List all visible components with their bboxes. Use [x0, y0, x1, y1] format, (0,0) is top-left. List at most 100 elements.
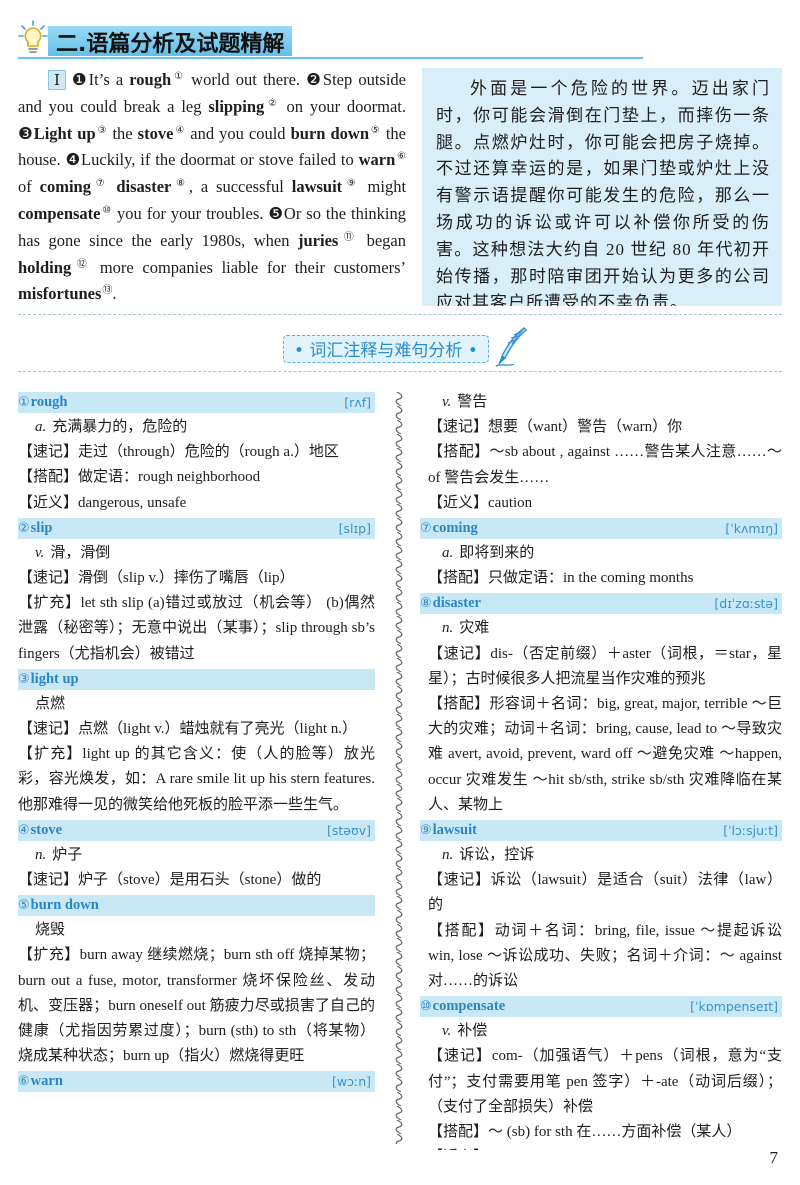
entry-word: light up: [30, 670, 79, 687]
entry-header: ①rough[rʌf]: [18, 392, 375, 413]
entry-text: dangerous, unsafe: [78, 494, 187, 511]
note-tag: 【速记】: [18, 872, 79, 889]
dashed-divider: [18, 314, 782, 315]
note-tag: 【近义】: [18, 494, 79, 511]
entry-text: 只做定语：in the coming months: [488, 570, 694, 587]
entry-word: disaster: [432, 595, 481, 612]
entry-text: ～sb about , against ……警告某人注意……～of 警告会发生……: [428, 444, 782, 486]
passage-text: of: [18, 177, 40, 197]
entry-phonetic: [wɔːn]: [332, 1074, 371, 1090]
entry-text: 灾难: [459, 620, 490, 637]
entry-headword: ⑤burn down: [18, 897, 99, 914]
vocab-entry: ⑨lawsuit[ˈlɔːsjuːt] n. 诉讼，控诉【速记】诉讼（lawsuit…: [420, 820, 782, 994]
part-of-speech: v.: [442, 1023, 452, 1040]
passage-keyword: compensate: [18, 203, 101, 223]
entry-note: 【速记】走过（through）危险的（rough a.）地区: [18, 440, 375, 465]
entry-note: 【搭配】～sb about , against ……警告某人注意……～of 警告…: [420, 440, 782, 490]
vocab-column-left: ①rough[rʌf]a.充满暴力的，危险的【速记】走过（through）危险的…: [18, 390, 375, 1150]
entry-phonetic: [ˈkɒmpenseɪt]: [690, 999, 778, 1015]
footnote-marker: ②: [265, 97, 280, 109]
entry-header: ⑥warn [wɔːn]: [18, 1071, 375, 1093]
column-divider: [393, 392, 405, 1149]
note-tag: 【速记】: [428, 1048, 492, 1065]
vocab-entry: ⑤burn down 烧毁【扩充】burn away 继续燃烧；burn sth …: [18, 895, 375, 1069]
vocab-entry: ④stove[stəʊv]n.炉子【速记】炉子（stove）是用石头（stone…: [18, 819, 375, 893]
entry-phonetic: [slɪp]: [338, 520, 371, 536]
entry-text: 警告: [457, 394, 488, 410]
entry-text: make up: [488, 1149, 539, 1150]
note-tag: 【速记】: [428, 645, 491, 662]
entry-text: 充满暴力的，危险的: [52, 419, 188, 435]
entry-phonetic: [dɪˈzɑːstə]: [714, 596, 778, 612]
entry-note: 【速记】com-（加强语气）＋pens（词根，意为“支付”；支付需要用笔 pen…: [420, 1044, 782, 1120]
entry-definition: n.炉子: [18, 843, 375, 868]
entry-definition: 烧毁: [18, 918, 375, 943]
passage-keyword: slipping: [208, 96, 265, 116]
entry-word: stove: [30, 821, 63, 838]
entry-headword: ⑥warn: [18, 1073, 63, 1090]
entry-phonetic: [stəʊv]: [327, 822, 371, 838]
note-tag: 【速记】: [18, 570, 79, 587]
entry-text: 形容词＋名词：big, great, major, terrible ～巨大的灾…: [428, 696, 782, 813]
entry-header: ⑩compensate [ˈkɒmpenseɪt]: [420, 996, 782, 1018]
passage-keyword: stove: [137, 123, 174, 143]
entry-text: 做定语：rough neighborhood: [78, 469, 261, 486]
footnote-marker: ⑨: [343, 178, 360, 190]
entry-note: 【搭配】动词＋名词：bring, file, issue ～提起诉讼 win, …: [420, 919, 782, 995]
passage-text: more companies liable for their customer…: [91, 257, 406, 277]
entry-header: ⑨lawsuit[ˈlɔːsjuːt]: [420, 820, 782, 842]
entry-definition: n. 诉讼，控诉: [420, 843, 782, 868]
passage-text: , a successful: [188, 177, 292, 197]
dashed-divider: [18, 371, 782, 372]
section-title-banner: 二.语篇分析及试题精解: [48, 26, 293, 57]
note-tag: 【搭配】: [428, 1124, 489, 1141]
part-of-speech: n.: [35, 846, 47, 863]
footnote-marker: ⑧: [172, 178, 189, 190]
footnote-marker: ⑥: [396, 151, 406, 163]
passage-keyword: Light up: [33, 123, 96, 143]
entry-text: ～ (sb) for sth 在……方面补偿（某人）: [488, 1124, 742, 1141]
passage-text: .: [112, 284, 117, 304]
entry-phonetic: [ˈkʌmɪŋ]: [725, 521, 778, 537]
entry-word: warn: [30, 1073, 63, 1090]
vocab-entry: ⑦coming[ˈkʌmɪŋ]a.即将到来的【搭配】只做定语：in the co…: [420, 518, 782, 591]
entry-text: 烧毁: [35, 922, 66, 939]
page-number: 7: [769, 1148, 779, 1167]
passage-keyword: holding: [18, 257, 72, 277]
footnote-marker: ⑤: [370, 124, 381, 136]
note-tag: 【速记】: [428, 872, 491, 889]
entry-note: 【速记】诉讼（lawsuit）是适合（suit）法律（law）的: [420, 868, 782, 918]
entry-header: ⑦coming[ˈkʌmɪŋ]: [420, 518, 782, 540]
entry-note: 【扩充】light up 的其它含义：使（人的脸等）放光彩，容光焕发，如：A r…: [18, 742, 375, 818]
entry-text: 走过（through）危险的（rough a.）地区: [78, 444, 339, 461]
entry-phonetic: [rʌf]: [344, 395, 371, 410]
entry-note: 【近义】caution: [420, 491, 782, 516]
section-header: 二.语篇分析及试题精解: [18, 20, 643, 59]
entry-text: 点燃（light v.）蜡烛就有了亮光（light n.）: [78, 721, 358, 738]
entry-headword: ②slip: [18, 520, 52, 537]
entry-header: ⑧disaster [dɪˈzɑːstə]: [420, 593, 782, 615]
passage-text: world out there. ❷Step outside and you c…: [18, 70, 406, 116]
entry-definition: a.充满暴力的，危险的: [18, 415, 375, 440]
entry-text: 诉讼，控诉: [459, 847, 535, 864]
entry-header: ⑤burn down: [18, 895, 375, 917]
entry-note: 【近义】make up: [420, 1145, 782, 1150]
entry-headword: ⑧disaster: [420, 595, 481, 612]
entry-note: 【扩充】burn away 继续燃烧；burn sth off 烧掉某物；bur…: [18, 943, 375, 1069]
entry-headword: ⑩compensate: [420, 998, 505, 1015]
footnote-marker: ⑩: [101, 204, 113, 216]
entry-text: let sth slip (a)错过或放过（机会等） (b)偶然泄露（秘密等）；…: [18, 595, 375, 662]
entry-word: burn down: [30, 897, 99, 914]
vocab-column-right: v.警告【速记】想要（want）警告（warn）你【搭配】～sb about ,…: [420, 390, 782, 1150]
footnote-marker: ⑦: [91, 178, 109, 190]
passage-keyword: misfortunes: [18, 284, 102, 304]
passage-text: the house. ❹Luckily, if the doormat or s…: [18, 123, 407, 170]
passage-keyword: warn: [358, 150, 396, 170]
part-of-speech: n.: [442, 847, 454, 864]
entry-header: ③light up: [18, 668, 375, 690]
entry-definition: a.即将到来的: [420, 541, 782, 566]
note-tag: 【速记】: [428, 419, 489, 436]
entry-text: 炉子（stove）是用石头（stone）做的: [78, 872, 322, 889]
